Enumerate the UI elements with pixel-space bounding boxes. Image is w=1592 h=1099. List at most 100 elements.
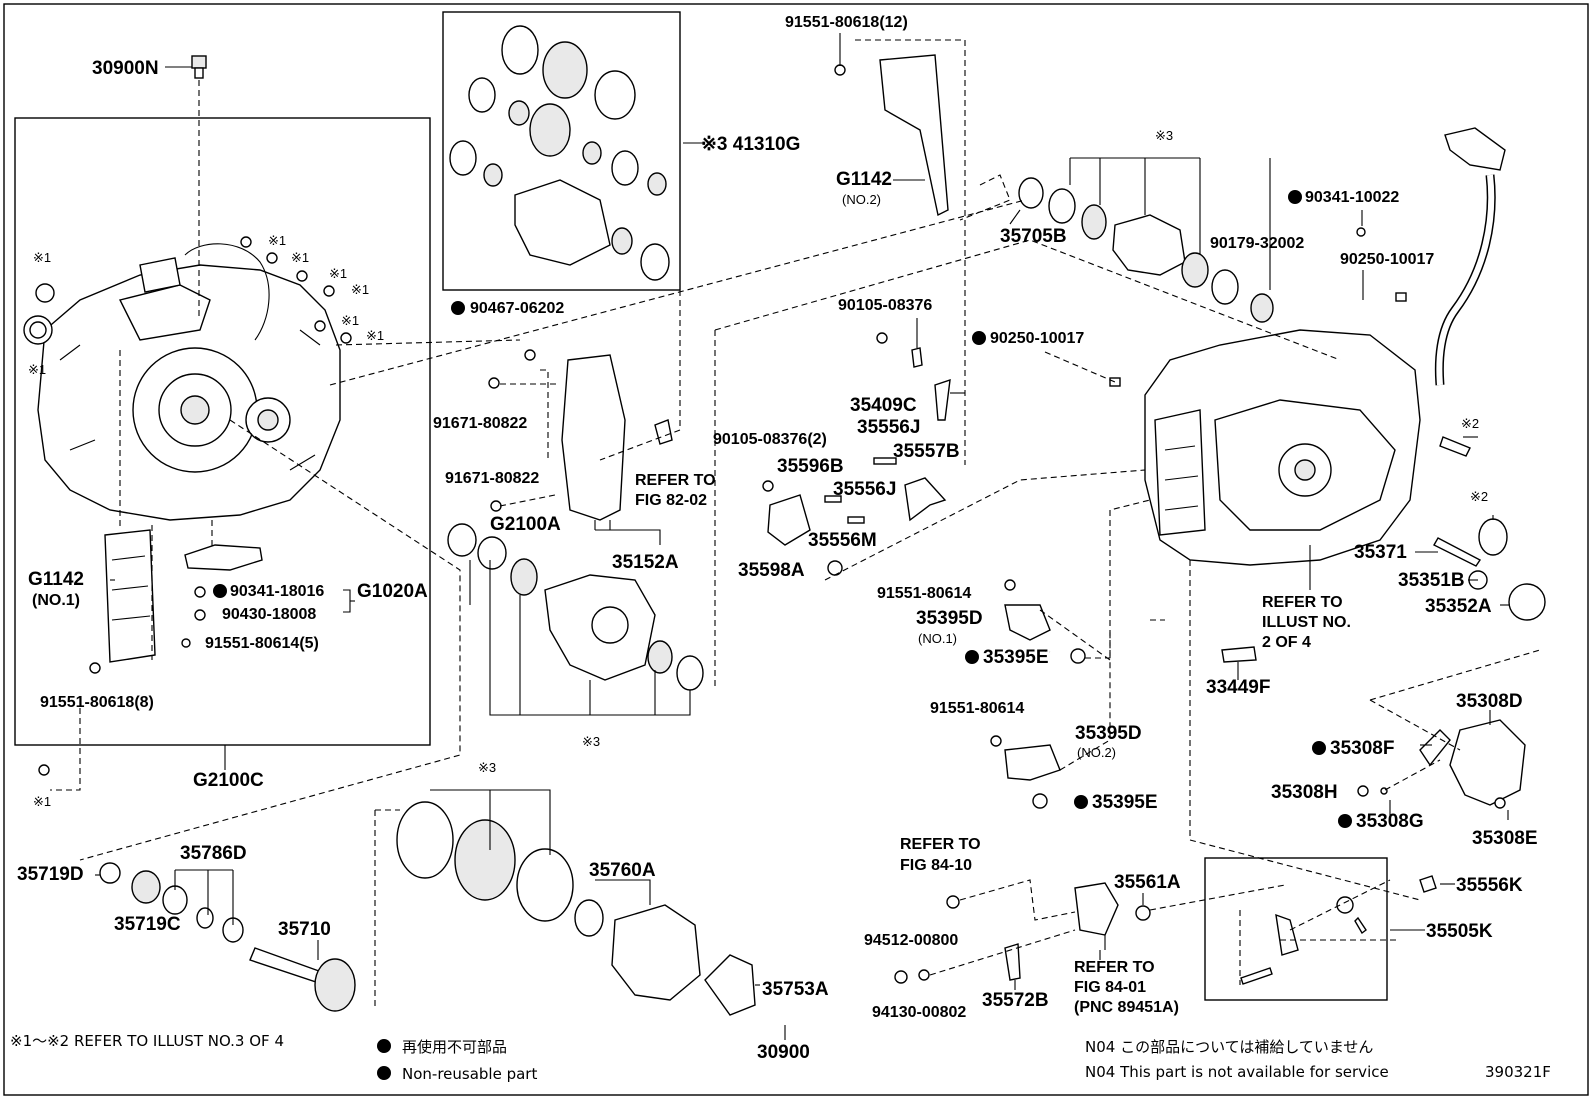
label-35572b: 35572B — [982, 990, 1049, 1011]
label-35308h: 35308H — [1271, 782, 1338, 803]
nonreuse-dot-90341-10022 — [1288, 190, 1302, 204]
label-refer-84-10-line2: FIG 84-10 — [900, 857, 972, 874]
label-30900n: 30900N — [92, 58, 159, 79]
label-g1142-no2: G1142 — [836, 169, 892, 190]
ref1-label-e: ※1 — [329, 266, 347, 281]
ref3-label-a: ※3 — [1155, 128, 1173, 143]
label-35705b: 35705B — [1000, 226, 1067, 247]
label-g1020a: G1020A — [357, 581, 428, 602]
footer-nonreuse-dot-en — [377, 1066, 391, 1080]
label-90341-10022: 90341-10022 — [1305, 189, 1399, 206]
ref1-label-i: ※1 — [33, 794, 51, 809]
label-35719d: 35719D — [17, 864, 84, 885]
ref1-label-f: ※1 — [351, 282, 369, 297]
nonreuse-dot-90467 — [451, 301, 465, 315]
label-refer-82-02-line1: REFER TO — [635, 472, 716, 489]
label-90341-18016: 90341-18016 — [230, 583, 324, 600]
label-35556j-b: 35556J — [833, 479, 896, 500]
label-refer-illust-line2: ILLUST NO. — [1262, 614, 1351, 631]
differential-kit-parts — [449, 25, 670, 281]
gasket-g1020a — [181, 544, 263, 648]
label-refer-84-10-line1: REFER TO — [900, 836, 981, 853]
label-g2100c: G2100C — [193, 770, 264, 791]
footer-nonreuse-en: Non-reusable part — [402, 1065, 537, 1083]
label-35152a: 35152A — [612, 552, 679, 573]
nonreuse-dot-90341-18016 — [213, 584, 227, 598]
right-housing-illustration — [1144, 329, 1421, 566]
leader-lines — [95, 33, 1510, 1040]
label-90105-08376-2: 90105-08376(2) — [713, 431, 827, 448]
label-g2100a: G2100A — [490, 514, 561, 535]
housing-box — [14, 117, 431, 746]
lower-middle-sensor — [894, 882, 1151, 984]
label-94512-00800: 94512-00800 — [864, 932, 958, 949]
label-refer-82-02-line2: FIG 82-02 — [635, 492, 707, 509]
label-90179-32002: 90179-32002 — [1210, 235, 1304, 252]
dash-g1142-no2 — [855, 39, 966, 465]
valve-body-35152a — [488, 349, 673, 521]
label-g1142-no2-sub: (NO.2) — [842, 192, 881, 207]
differential-kit-box — [442, 11, 681, 291]
label-35786d: 35786D — [180, 843, 247, 864]
labels: 30900N ※3 41310G 91551-80618(12) G1142 (… — [17, 14, 1538, 1063]
footer-n04-jp: N04 この部品については補給していません — [1085, 1038, 1373, 1056]
label-90250-10017-b: 90250-10017 — [990, 330, 1084, 347]
label-35760a: 35760A — [589, 860, 656, 881]
sensor-kit-box — [1204, 857, 1388, 1001]
label-35395e-a: 35395E — [983, 647, 1049, 668]
label-g1142-no1-sub: (NO.1) — [32, 592, 80, 609]
ref1-label-a: ※1 — [33, 250, 51, 265]
wire-harness — [1434, 127, 1506, 386]
label-g1142-no1: G1142 — [28, 569, 84, 590]
valve-cover-no2 — [834, 54, 949, 217]
label-35557b: 35557B — [893, 441, 960, 462]
label-35395d-no1: 35395D — [916, 608, 983, 629]
label-91551-80618-12: 91551-80618(12) — [785, 14, 908, 31]
ref2-label-b: ※2 — [1470, 489, 1488, 504]
nonreuse-dot-35395e-a — [965, 650, 979, 664]
label-41310g: ※3 41310G — [701, 134, 800, 155]
ref3-label-c: ※3 — [478, 760, 496, 775]
footer: ※1～※2 REFER TO ILLUST NO.3 OF 4 再使用不可部品 … — [10, 1032, 1551, 1083]
label-91671-80822-a: 91671-80822 — [433, 415, 527, 432]
label-90467-06202: 90467-06202 — [470, 300, 564, 317]
ref1-label-d: ※1 — [291, 250, 309, 265]
ref1-label-h: ※1 — [366, 328, 384, 343]
label-91551-80614-5: 91551-80614(5) — [205, 635, 319, 652]
label-90105-08376: 90105-08376 — [838, 297, 932, 314]
label-35308d: 35308D — [1456, 691, 1523, 712]
label-91671-80822-b: 91671-80822 — [445, 470, 539, 487]
bolt-ref1-bottom — [38, 764, 50, 776]
footer-nonreuse-jp: 再使用不可部品 — [402, 1038, 507, 1056]
label-35710: 35710 — [278, 919, 331, 940]
label-35596b: 35596B — [777, 456, 844, 477]
label-35352a: 35352A — [1425, 596, 1492, 617]
label-35395d-no2: 35395D — [1075, 723, 1142, 744]
nonreuse-dot-35308f — [1312, 741, 1326, 755]
label-91551-80614-a: 91551-80614 — [877, 585, 971, 602]
footer-nonreuse-dot-jp — [377, 1039, 391, 1053]
speed-sensors — [990, 579, 1086, 809]
label-refer-84-01-line3: (PNC 89451A) — [1074, 999, 1179, 1016]
upper-right-bearings — [1018, 177, 1407, 387]
label-35395d-no2-sub: (NO.2) — [1077, 745, 1116, 760]
label-35556j-a: 35556J — [857, 417, 920, 438]
oil-pump-35308 — [1357, 719, 1526, 809]
ring-gear-bearings — [396, 801, 756, 1016]
label-91551-80614-b: 91551-80614 — [930, 700, 1024, 717]
label-35556k: 35556K — [1456, 875, 1523, 896]
label-35371: 35371 — [1354, 542, 1407, 563]
label-94130-00802: 94130-00802 — [872, 1004, 966, 1021]
diagram-frame — [3, 3, 1589, 1096]
label-30900: 30900 — [757, 1042, 810, 1063]
sensor-30900n — [191, 55, 207, 79]
label-91551-80618-8: 91551-80618(8) — [40, 694, 154, 711]
label-90250-10017-a: 90250-10017 — [1340, 251, 1434, 268]
label-90430-18008: 90430-18008 — [222, 606, 316, 623]
label-35308f: 35308F — [1330, 738, 1394, 759]
ref1-label-g: ※1 — [341, 313, 359, 328]
label-35351b: 35351B — [1398, 570, 1465, 591]
nonreuse-dot-35395e-b — [1074, 795, 1088, 809]
nonreuse-dot-35308g — [1338, 814, 1352, 828]
